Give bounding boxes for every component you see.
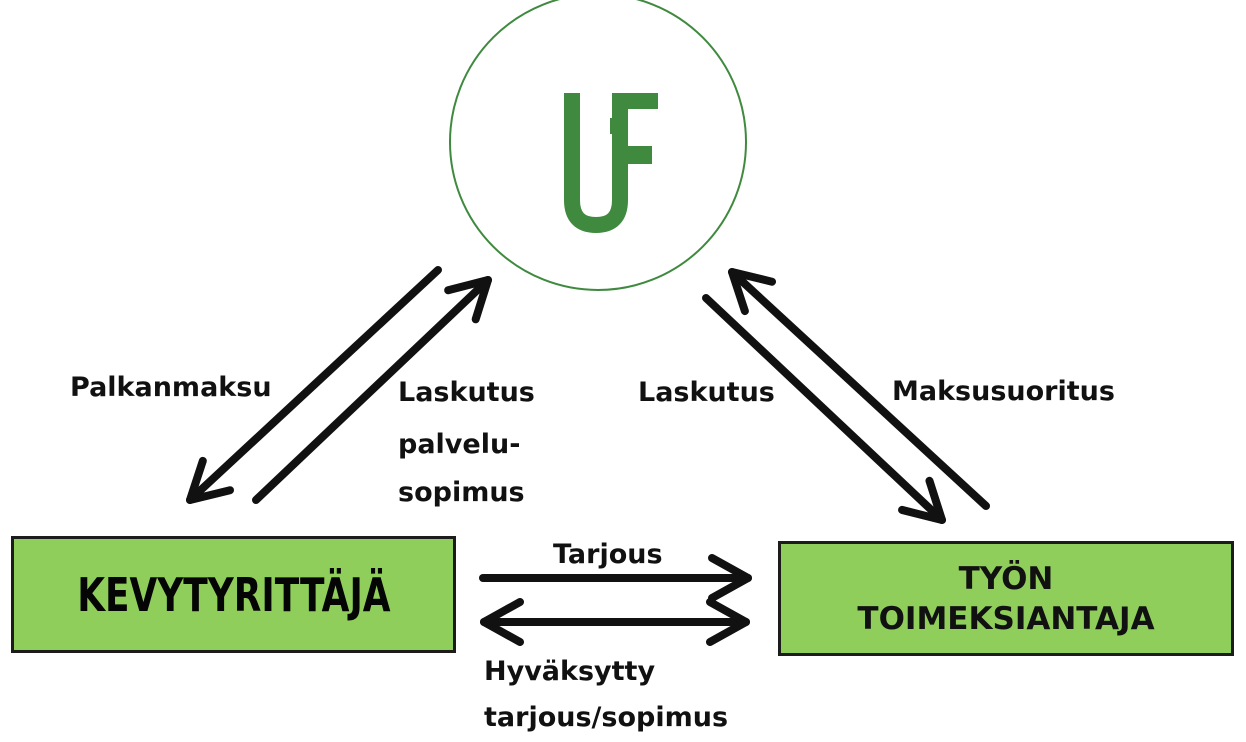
label-laskutus-left-2: palvelu-: [398, 429, 521, 460]
label-laskutus-left-1: Laskutus: [398, 377, 535, 408]
arrow-palkanmaksu: [176, 266, 442, 515]
label-laskutus-right: Laskutus: [638, 377, 775, 408]
label-hyvaksytty-1: Hyväksytty: [484, 656, 656, 687]
label-laskutus-left-3: sopimus: [398, 477, 525, 508]
kevytyrittaja-label: KEVYTYRITTÄJÄ: [76, 567, 391, 622]
arrow-hyvaksytty: [480, 602, 750, 642]
tyon-toimeksiantaja-box: TYÖN TOIMEKSIANTAJA: [778, 541, 1234, 656]
toimeksiantaja-label: TOIMEKSIANTAJA: [857, 600, 1155, 637]
center-circle: [449, 0, 747, 291]
arrow-maksusuoritus: [718, 257, 990, 510]
arrow-laskutus-right: [702, 294, 956, 535]
kevytyrittaja-box: KEVYTYRITTÄJÄ: [11, 536, 456, 653]
arrow-laskutus-left: [252, 265, 502, 504]
uf-logo-icon: [564, 93, 658, 234]
arrow-tarjous: [479, 558, 752, 598]
tyon-label: TYÖN: [958, 560, 1054, 597]
label-hyvaksytty-2: tarjous/sopimus: [484, 702, 729, 733]
label-maksusuoritus: Maksusuoritus: [892, 376, 1115, 407]
label-tarjous: Tarjous: [553, 539, 663, 570]
center-node: [449, 0, 747, 291]
label-palkanmaksu: Palkanmaksu: [70, 372, 272, 403]
